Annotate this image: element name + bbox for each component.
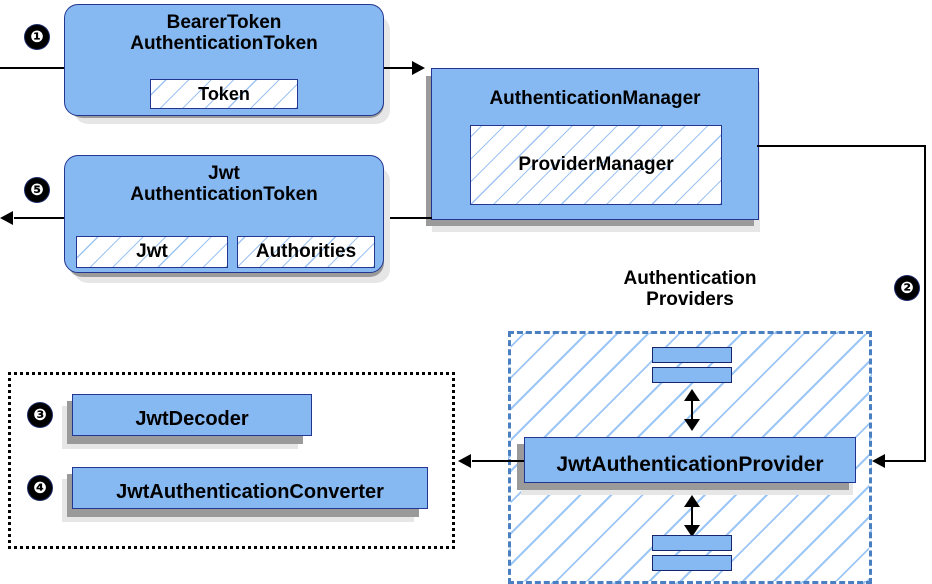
authentication-providers-caption: Authentication Providers [623, 268, 757, 311]
connector-step-5-out [14, 217, 70, 219]
inner-box-jwt-label: Jwt [136, 241, 168, 262]
inner-box-token: Token [150, 79, 298, 109]
arrowhead-bearer-to-manager [412, 61, 425, 75]
inner-box-jwt: Jwt [76, 236, 228, 268]
inner-box-authorities: Authorities [237, 236, 375, 268]
connector-step-1 [0, 67, 70, 69]
arrowhead-step-2 [872, 454, 885, 468]
node-jwt-authentication-converter[interactable]: JwtAuthenticationConverter [72, 467, 428, 509]
connector-step-2-bottom [884, 460, 926, 462]
connector-provider-link-bottom [691, 498, 693, 527]
provider-slot-bottom-bar-1 [652, 535, 732, 551]
inner-box-token-label: Token [198, 83, 250, 104]
node-jwt-authentication-provider[interactable]: JwtAuthenticationProvider [524, 437, 856, 483]
arrowhead-provider-link-bottom-down [684, 525, 700, 537]
node-jwt-decoder[interactable]: JwtDecoder [72, 394, 312, 436]
badge-step-4: ❹ [28, 476, 52, 500]
arrowhead-step-5 [0, 211, 13, 225]
node-jwt-authentication-provider-title: JwtAuthenticationProvider [556, 453, 824, 477]
inner-box-authorities-label: Authorities [255, 241, 357, 262]
badge-step-1: ❶ [25, 25, 49, 49]
node-jwt-token-title: Jwt AuthenticationToken [130, 163, 318, 205]
connector-provider-to-support-group [472, 460, 524, 462]
node-authentication-manager-title: AuthenticationManager [489, 88, 701, 109]
badge-step-3: ❸ [28, 403, 52, 427]
connector-step-2-right [924, 145, 926, 461]
node-jwt-decoder-title: JwtDecoder [135, 408, 249, 430]
arrowhead-provider-to-support-group [458, 454, 471, 468]
provider-slot-top-bar-2 [652, 367, 732, 383]
inner-box-provider-manager: ProviderManager [470, 125, 722, 205]
arrowhead-provider-link-top-down [684, 419, 700, 431]
connector-step-5-return [384, 217, 432, 219]
provider-slot-bottom-bar-2 [652, 555, 732, 571]
group-jwt-support [8, 372, 455, 549]
badge-step-5: ❺ [25, 178, 49, 202]
badge-step-2: ❷ [895, 276, 919, 300]
connector-step-2-top [757, 145, 925, 147]
node-jwt-authentication-converter-title: JwtAuthenticationConverter [116, 481, 384, 503]
node-bearer-token-title: BearerToken AuthenticationToken [130, 12, 318, 54]
connector-bearer-to-manager [384, 67, 420, 69]
provider-slot-top-bar-1 [652, 347, 732, 363]
connector-provider-link-top [691, 392, 693, 421]
inner-box-provider-manager-label: ProviderManager [518, 154, 674, 175]
